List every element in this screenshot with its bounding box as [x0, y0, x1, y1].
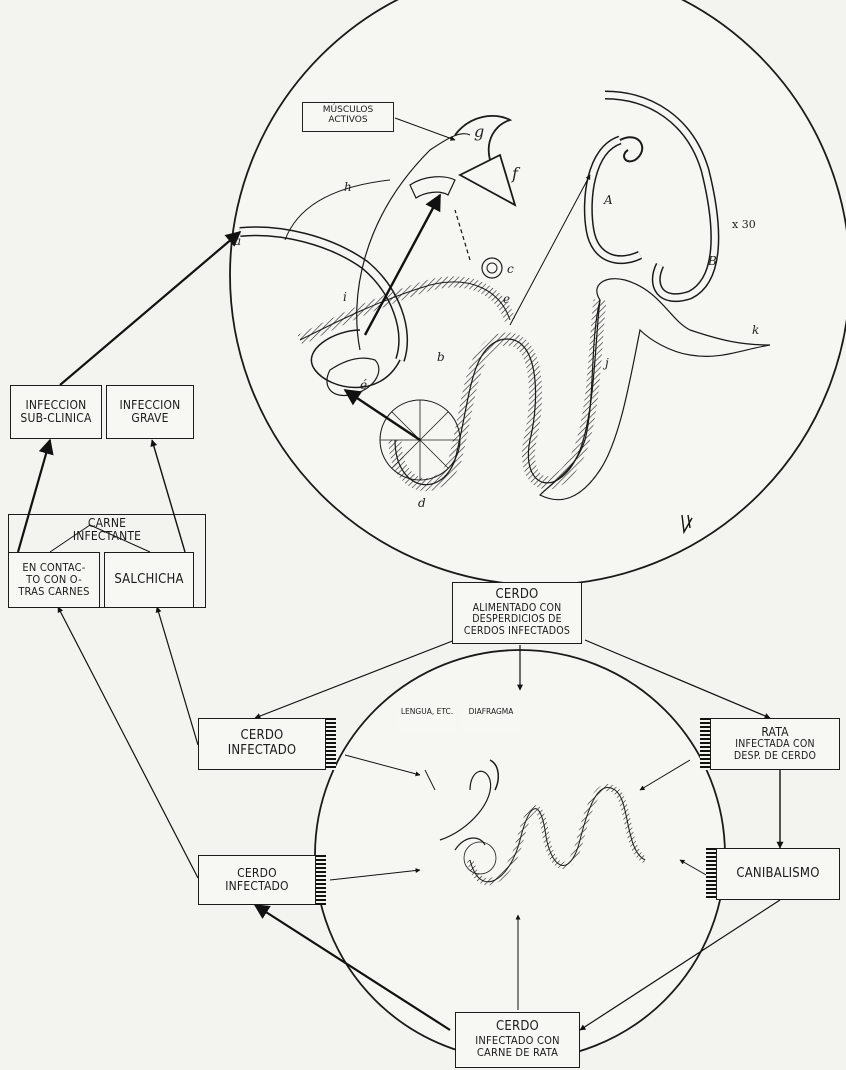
rata-line-3: DESP. DE CERDO [734, 751, 816, 763]
subclinica-line-2: SUB-CLINICA [20, 412, 91, 425]
cerdo-lower-line-2: INFECTADO [225, 880, 288, 893]
label-f: f [512, 164, 518, 183]
contacto-line-1: EN CONTAC- [22, 562, 85, 574]
grave-line-1: INFECCION [120, 399, 181, 412]
cerdo-upper-line-1: CERDO [241, 729, 284, 744]
salchicha-box: SALCHICHA [104, 552, 194, 608]
label-b: b [437, 350, 445, 364]
carne-line-2: INFECTANTE [73, 530, 141, 543]
cerdo-lower-line-1: CERDO [237, 867, 277, 880]
diafragma-label: DIAFRAGMA [462, 708, 520, 732]
diafragma-text: DIAFRAGMA [469, 707, 514, 716]
canibalismo-stripe [706, 848, 716, 900]
cerdo-lower-stripe [316, 855, 326, 905]
label-e-prime: é [360, 378, 367, 392]
alimentado-line-1: CERDO [496, 588, 539, 603]
contacto-line-3: TRAS CARNES [18, 586, 89, 598]
label-d: d [418, 496, 426, 510]
infeccion-subclinica-box: INFECCION SUB-CLINICA [10, 385, 102, 439]
rata-stripe [700, 718, 710, 770]
musculos-line-1: MÚSCULOS [323, 105, 373, 115]
lengua-text: LENGUA, ETC. [401, 707, 453, 716]
musculos-activos-label: MÚSCULOS ACTIVOS [302, 102, 394, 132]
canibalismo-box: CANIBALISMO [716, 848, 840, 900]
cerdo-alimentado-box: CERDO ALIMENTADO CON DESPERDICIOS DE CER… [452, 582, 582, 644]
rata-infectada-box: RATA INFECTADA CON DESP. DE CERDO [710, 718, 840, 770]
bottom-circle [315, 650, 725, 1060]
cerdo-infectado-upper-box: CERDO INFECTADO [198, 718, 326, 770]
label-g: g [474, 122, 484, 141]
label-i: i [343, 290, 347, 304]
salchicha-label: SALCHICHA [114, 573, 183, 588]
lengua-label: LENGUA, ETC. [398, 708, 456, 732]
grave-line-2: GRAVE [131, 412, 168, 425]
infeccion-grave-box: INFECCION GRAVE [106, 385, 194, 439]
label-h: h [344, 180, 352, 194]
carne-rata-line-1: CERDO [496, 1020, 539, 1035]
rata-line-1: RATA [761, 726, 788, 739]
subclinica-line-1: INFECCION [26, 399, 87, 412]
en-contacto-box: EN CONTAC- TO CON O- TRAS CARNES [8, 552, 100, 608]
label-c: c [507, 262, 514, 276]
label-k: k [752, 323, 759, 337]
musculos-line-2: ACTIVOS [328, 115, 367, 125]
cerdo-infectado-lower-box: CERDO INFECTADO [198, 855, 316, 905]
canibalismo-label: CANIBALISMO [736, 867, 819, 882]
alimentado-line-4: CERDOS INFECTADOS [464, 626, 570, 638]
label-A: A [604, 193, 613, 207]
label-e: e [503, 292, 510, 306]
carne-rata-line-3: CARNE DE RATA [477, 1047, 558, 1059]
label-B: B [708, 254, 717, 268]
top-circle [230, 0, 846, 585]
label-j: j [605, 356, 609, 370]
label-a: a [234, 234, 241, 248]
cerdo-upper-line-2: INFECTADO [228, 744, 297, 759]
cerdo-carne-rata-box: CERDO INFECTADO CON CARNE DE RATA [455, 1012, 580, 1068]
carne-line-1: CARNE [88, 517, 126, 530]
rata-line-2: INFECTADA CON [735, 739, 815, 751]
cerdo-upper-stripe [326, 718, 336, 770]
magnification-label: x 30 [732, 218, 756, 231]
